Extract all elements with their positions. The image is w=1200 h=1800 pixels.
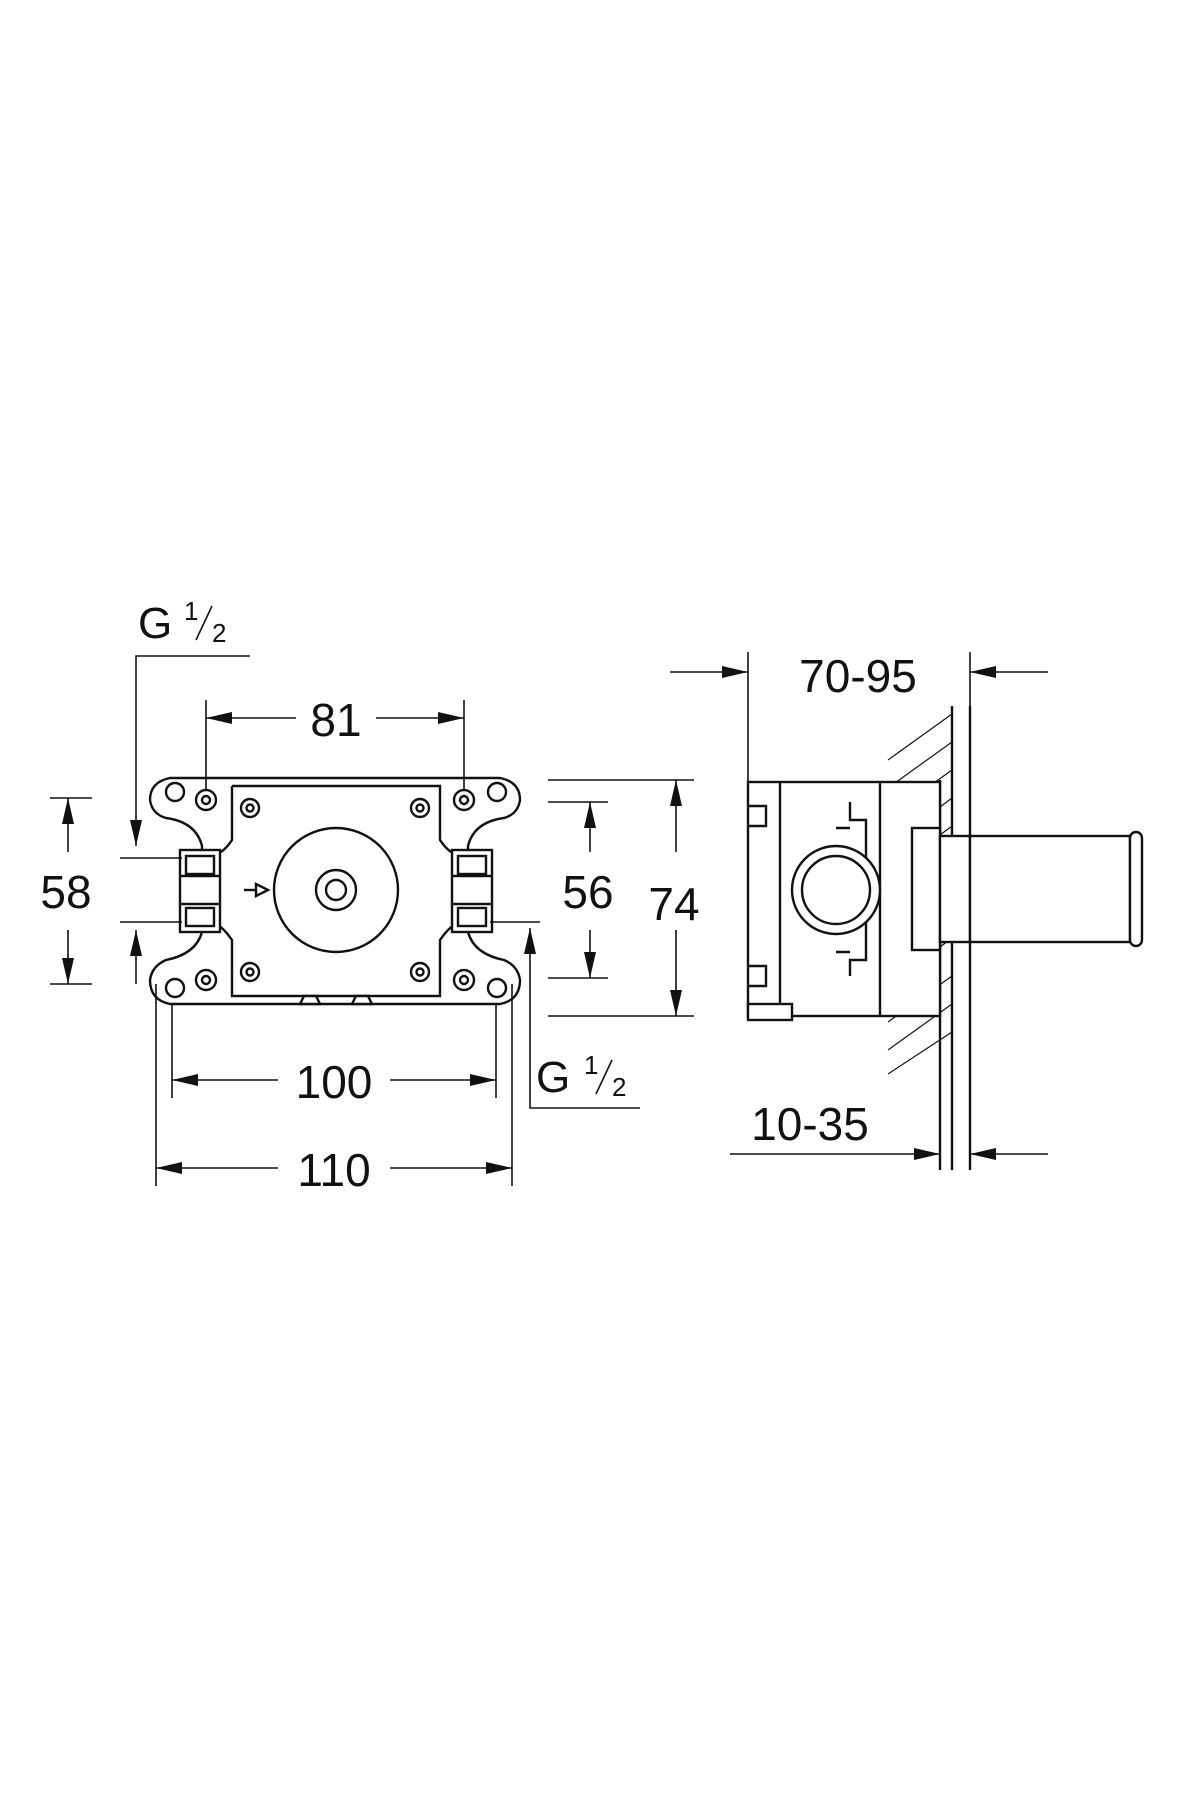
thread-58-ticks [120, 921, 182, 984]
corner-holes [164, 781, 508, 999]
bottom-lugs [298, 994, 374, 1006]
dimension-56 [548, 801, 608, 979]
dim-label-110: 110 [297, 1144, 370, 1196]
dim-label-81: 81 [310, 694, 361, 746]
dimension-70-95 [670, 652, 1048, 782]
flow-arrow-icon [244, 882, 271, 898]
thread-leader-bottom [490, 921, 640, 1109]
corner-hole [164, 977, 186, 999]
dimension-110 [155, 984, 513, 1186]
dim-label-58: 58 [40, 866, 91, 918]
thread-bottom-num: 1 [584, 1050, 598, 1080]
spindle-sleeve [910, 826, 1144, 952]
screw-hole [200, 794, 212, 806]
dim-label-10-35: 10-35 [751, 1098, 869, 1150]
corner-hole [486, 977, 508, 999]
dim-label-56: 56 [562, 866, 613, 918]
front-view: 81 58 56 74 100 110 G 1 2 G 1 2 [40, 596, 699, 1196]
dim-label-74: 74 [648, 878, 699, 930]
thread-label-top: G 1 2 [138, 596, 226, 648]
thread-bottom-den: 2 [612, 1072, 626, 1102]
side-view: 70-95 10-35 [670, 650, 1144, 1170]
screw-hole [415, 967, 425, 977]
thread-label-bottom: G 1 2 [536, 1050, 626, 1102]
left-inlet-port [178, 848, 222, 934]
corner-hole [486, 781, 508, 803]
thread-top-den: 2 [212, 618, 226, 648]
dim-label-100: 100 [296, 1056, 373, 1108]
boss-core [324, 878, 348, 902]
dimension-74 [548, 779, 694, 1017]
central-boss [272, 826, 400, 954]
thread-leader-top [120, 655, 250, 859]
thread-top-g: G [138, 599, 172, 648]
dimension-100 [171, 1004, 497, 1098]
corner-hole [164, 781, 186, 803]
dimension-58 [50, 797, 92, 985]
thread-bottom-g: G [536, 1053, 570, 1102]
screw-hole [200, 974, 212, 986]
dimension-81 [205, 700, 465, 790]
side-inlet [790, 844, 882, 936]
dim-label-70-95: 70-95 [799, 650, 917, 702]
thread-top-num: 1 [184, 596, 198, 626]
dimension-10-35 [730, 1016, 1048, 1170]
right-inlet-port [450, 848, 494, 934]
screw-hole [458, 974, 470, 986]
screw-hole [458, 794, 470, 806]
screw-hole [245, 967, 255, 977]
screw-holes [194, 788, 476, 992]
screw-hole [245, 803, 255, 813]
side-inlet-inner [800, 854, 872, 926]
screw-hole [415, 803, 425, 813]
